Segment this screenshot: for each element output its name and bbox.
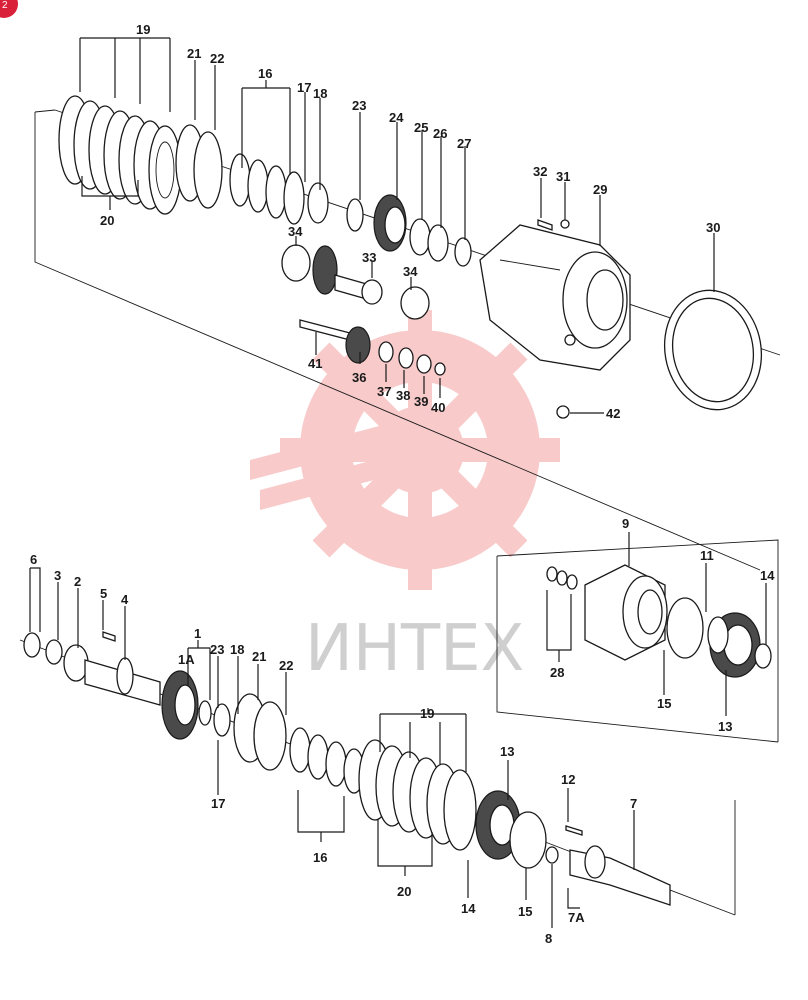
clutch-pack-bottom <box>358 739 477 851</box>
watermark-logo <box>250 310 560 590</box>
label-12: 12 <box>561 772 575 787</box>
label-21-bottom: 21 <box>252 649 266 664</box>
cluster-gear-33 <box>312 245 383 305</box>
label-7: 7 <box>630 796 637 811</box>
label-34b: 34 <box>403 264 418 279</box>
label-25: 25 <box>414 120 428 135</box>
corner-badge-label: 2 <box>2 0 8 11</box>
label-13-inset: 13 <box>718 719 732 734</box>
label-19-bottom: 19 <box>420 706 434 721</box>
label-19-top: 19 <box>136 22 150 37</box>
label-18-bottom: 18 <box>230 642 244 657</box>
label-23-bottom: 23 <box>210 642 224 657</box>
label-4: 4 <box>121 592 129 607</box>
label-13-bottom: 13 <box>500 744 514 759</box>
label-32: 32 <box>533 164 547 179</box>
label-28: 28 <box>550 665 564 680</box>
gear-13-bottom <box>475 790 521 860</box>
label-42: 42 <box>606 406 620 421</box>
label-39: 39 <box>414 394 428 409</box>
label-7a: 7A <box>568 910 585 925</box>
label-14-inset: 14 <box>760 568 775 583</box>
clutch-pack-top <box>58 95 182 215</box>
label-27: 27 <box>457 136 471 151</box>
label-3: 3 <box>54 568 61 583</box>
label-17-bottom: 17 <box>211 796 225 811</box>
label-31: 31 <box>556 169 570 184</box>
gear-24 <box>373 194 407 252</box>
label-15-bottom: 15 <box>518 904 532 919</box>
label-5: 5 <box>100 586 107 601</box>
label-11: 11 <box>700 548 714 563</box>
label-18-top: 18 <box>313 86 327 101</box>
label-8: 8 <box>545 931 552 946</box>
label-24: 24 <box>389 110 404 125</box>
label-21-top: 21 <box>187 46 201 61</box>
label-1: 1 <box>194 626 201 641</box>
label-33: 33 <box>362 250 376 265</box>
label-37: 37 <box>377 384 391 399</box>
label-20-bottom: 20 <box>397 884 411 899</box>
label-17-top: 17 <box>297 80 311 95</box>
drum-9 <box>584 564 668 661</box>
label-26: 26 <box>433 126 447 141</box>
corner-badge: 2 <box>0 0 18 18</box>
label-1a: 1A <box>178 652 195 667</box>
gasket-30 <box>663 289 763 411</box>
label-22-top: 22 <box>210 51 224 66</box>
label-40: 40 <box>431 400 445 415</box>
label-23-top: 23 <box>352 98 366 113</box>
label-2: 2 <box>74 574 81 589</box>
label-22-bottom: 22 <box>279 658 293 673</box>
label-15-inset: 15 <box>657 696 671 711</box>
label-20-top: 20 <box>100 213 114 228</box>
label-16-top: 16 <box>258 66 272 81</box>
output-shaft-7 <box>569 845 671 906</box>
watermark-text: ИНТЕХ <box>305 612 524 686</box>
label-36: 36 <box>352 370 366 385</box>
label-6: 6 <box>30 552 37 567</box>
label-9: 9 <box>622 516 629 531</box>
label-16-bottom: 16 <box>313 850 327 865</box>
housing-29 <box>479 224 631 371</box>
label-38: 38 <box>396 388 410 403</box>
label-30: 30 <box>706 220 720 235</box>
label-29: 29 <box>593 182 607 197</box>
input-shaft <box>84 657 199 740</box>
label-41: 41 <box>308 356 322 371</box>
label-34a: 34 <box>288 224 303 239</box>
label-14-bottom: 14 <box>461 901 476 916</box>
